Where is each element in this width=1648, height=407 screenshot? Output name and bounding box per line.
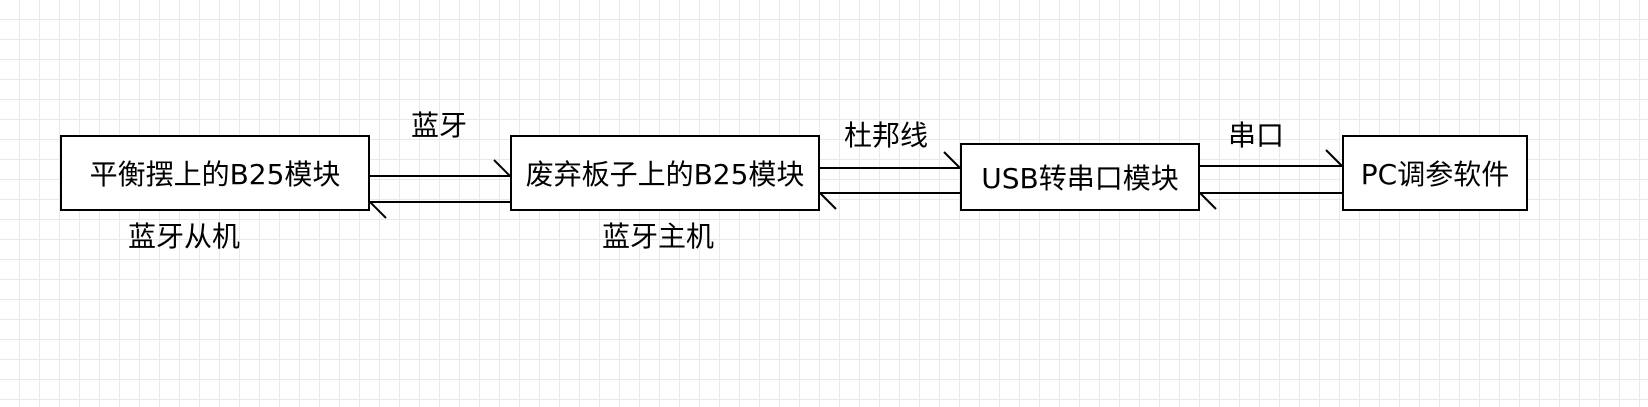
node-pendulum-b25-label: 平衡摆上的B25模块 <box>89 158 341 191</box>
node-board-b25: 废弃板子上的B25模块 <box>510 135 820 211</box>
node-board-b25-label: 废弃板子上的B25模块 <box>525 158 805 191</box>
arrowhead-pc-to-usb <box>1199 192 1217 210</box>
arrowhead-board-to-pendulum <box>369 201 387 219</box>
arrowhead-usb-to-pc <box>1325 149 1343 167</box>
edge-label-serial-port: 串口 <box>1228 119 1285 152</box>
edge-label-bluetooth: 蓝牙 <box>411 109 468 142</box>
node-pc-software-label: PC调参软件 <box>1360 158 1510 191</box>
edge-label-dupont-wire: 杜邦线 <box>844 119 929 152</box>
node-pc-software: PC调参软件 <box>1342 135 1528 211</box>
role-label-bt-slave: 蓝牙从机 <box>128 220 241 253</box>
role-label-bt-master: 蓝牙主机 <box>602 220 715 253</box>
arrowhead-usb-to-board <box>819 192 837 210</box>
node-pendulum-b25: 平衡摆上的B25模块 <box>60 135 370 211</box>
arrowhead-pendulum-to-board <box>493 159 511 177</box>
node-usb-serial-label: USB转串口模块 <box>981 162 1179 195</box>
arrowhead-board-to-usb <box>943 151 961 169</box>
node-usb-serial: USB转串口模块 <box>960 143 1200 211</box>
